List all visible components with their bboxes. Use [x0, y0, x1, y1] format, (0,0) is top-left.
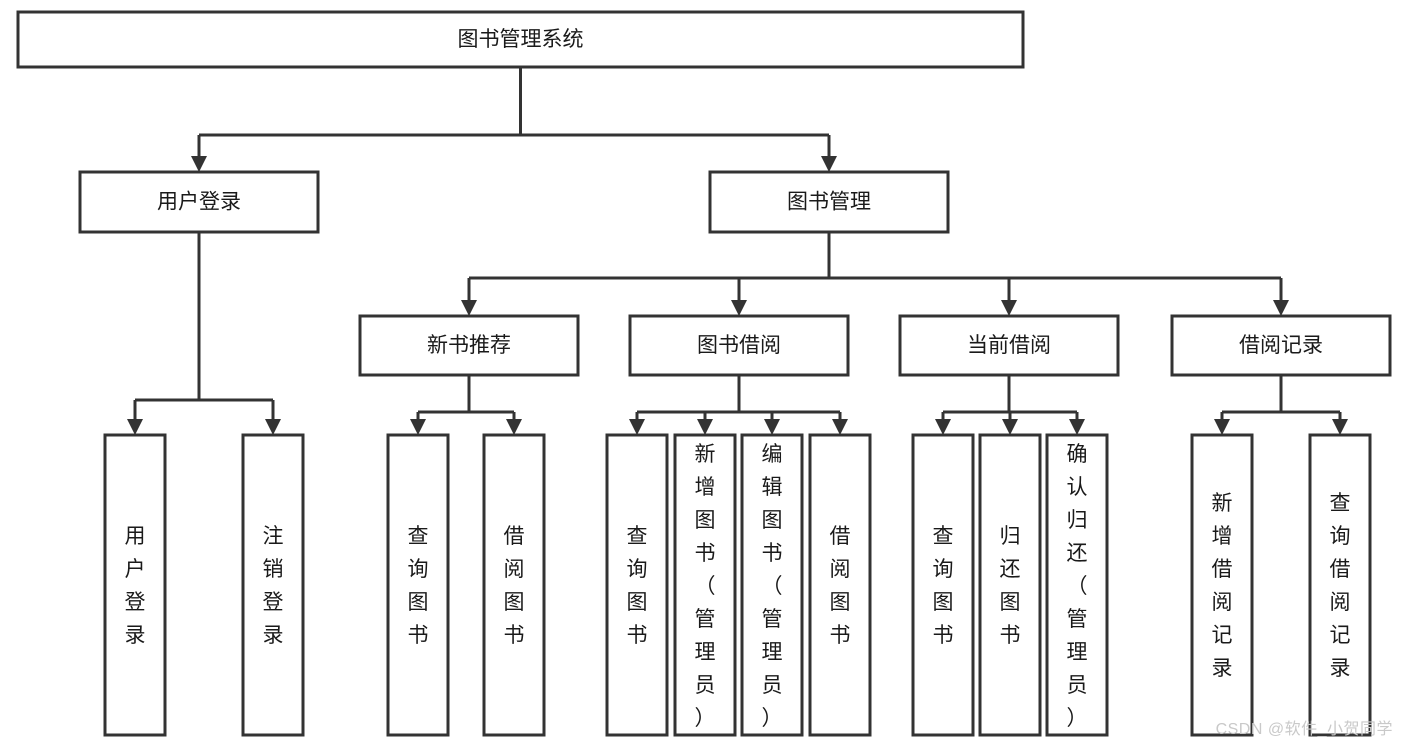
- arrow-to-leaf-return-book-arrowhead: [1002, 419, 1018, 435]
- node-leaf-return-book[interactable]: 归还图书: [978, 433, 1042, 737]
- node-leaf-edit-book-box: [740, 433, 804, 737]
- arrow-to-book-manage-arrowhead: [821, 156, 837, 172]
- node-leaf-return-book-box: [978, 433, 1042, 737]
- node-book-manage[interactable]: 图书管理: [708, 170, 950, 234]
- node-leaf-logout[interactable]: 注销登录: [241, 433, 305, 737]
- arrow-to-leaf-query-record-arrowhead: [1332, 419, 1348, 435]
- arrow-to-new-book-rec-arrowhead: [461, 300, 477, 316]
- node-leaf-query-book-1-box: [386, 433, 450, 737]
- arrow-to-leaf-query-book-2-arrowhead: [629, 419, 645, 435]
- node-leaf-query-record-box: [1308, 433, 1372, 737]
- node-leaf-user-login-label: 用户登录: [125, 525, 146, 647]
- node-leaf-query-record[interactable]: 查询借阅记录: [1308, 433, 1372, 737]
- node-leaf-logout-label: 注销登录: [263, 525, 284, 647]
- arrow-to-leaf-borrow-book-2-arrowhead: [832, 419, 848, 435]
- node-leaf-add-record-box: [1190, 433, 1254, 737]
- arrow-to-leaf-logout-arrowhead: [265, 419, 281, 435]
- node-leaf-user-login[interactable]: 用户登录: [103, 433, 167, 737]
- node-leaf-add-book-box: [673, 433, 737, 737]
- node-root-box: [16, 10, 1025, 69]
- node-borrow-record-box: [1170, 314, 1392, 377]
- node-layer: 图书管理系统用户登录图书管理新书推荐图书借阅当前借阅借阅记录用户登录注销登录查询…: [16, 10, 1392, 737]
- node-new-book-rec[interactable]: 新书推荐: [358, 314, 580, 377]
- node-leaf-query-book-1[interactable]: 查询图书: [386, 433, 450, 737]
- arrow-to-leaf-user-login-arrowhead: [127, 419, 143, 435]
- node-leaf-query-book-1-label: 查询图书: [408, 525, 429, 647]
- node-user-login-label: 用户登录: [157, 191, 241, 214]
- node-borrow-record-label: 借阅记录: [1239, 334, 1323, 357]
- node-current-borrow-box: [898, 314, 1120, 377]
- node-leaf-add-book[interactable]: 新增图书（管理员）: [673, 433, 737, 737]
- node-leaf-logout-box: [241, 433, 305, 737]
- node-user-login-box: [78, 170, 320, 234]
- node-current-borrow-label: 当前借阅: [967, 334, 1051, 357]
- arrow-to-leaf-add-record-arrowhead: [1214, 419, 1230, 435]
- arrow-to-leaf-confirm-return-arrowhead: [1069, 419, 1085, 435]
- csdn-watermark: CSDN @软件_小贺同学: [1215, 721, 1393, 738]
- arrow-to-user-login-arrowhead: [191, 156, 207, 172]
- arrow-to-current-borrow-arrowhead: [1001, 300, 1017, 316]
- node-user-login[interactable]: 用户登录: [78, 170, 320, 234]
- arrow-to-book-borrow-arrowhead: [731, 300, 747, 316]
- node-new-book-rec-label: 新书推荐: [427, 334, 511, 357]
- node-new-book-rec-box: [358, 314, 580, 377]
- node-leaf-confirm-return[interactable]: 确认归还（管理员）: [1045, 433, 1109, 737]
- arrow-to-leaf-add-book-arrowhead: [697, 419, 713, 435]
- node-leaf-add-record-label: 新增借阅记录: [1212, 492, 1233, 680]
- node-leaf-borrow-book-1-box: [482, 433, 546, 737]
- connector-layer: [127, 67, 1348, 435]
- node-leaf-edit-book[interactable]: 编辑图书（管理员）: [740, 433, 804, 737]
- node-leaf-query-book-2[interactable]: 查询图书: [605, 433, 669, 737]
- node-leaf-user-login-box: [103, 433, 167, 737]
- node-root-label: 图书管理系统: [458, 28, 584, 51]
- node-leaf-borrow-book-2-label: 借阅图书: [830, 525, 851, 647]
- node-leaf-return-book-label: 归还图书: [1000, 525, 1021, 647]
- node-leaf-query-record-label: 查询借阅记录: [1330, 492, 1351, 680]
- arrow-to-leaf-edit-book-arrowhead: [764, 419, 780, 435]
- arrow-to-leaf-query-book-1-arrowhead: [410, 419, 426, 435]
- node-leaf-confirm-return-box: [1045, 433, 1109, 737]
- node-leaf-query-book-3-box: [911, 433, 975, 737]
- node-current-borrow[interactable]: 当前借阅: [898, 314, 1120, 377]
- arrow-to-borrow-record-arrowhead: [1273, 300, 1289, 316]
- node-leaf-query-book-2-label: 查询图书: [627, 525, 648, 647]
- node-leaf-query-book-3[interactable]: 查询图书: [911, 433, 975, 737]
- node-leaf-borrow-book-2-box: [808, 433, 872, 737]
- arrow-to-leaf-query-book-3-arrowhead: [935, 419, 951, 435]
- node-book-manage-box: [708, 170, 950, 234]
- node-book-borrow[interactable]: 图书借阅: [628, 314, 850, 377]
- node-leaf-borrow-book-1[interactable]: 借阅图书: [482, 433, 546, 737]
- node-borrow-record[interactable]: 借阅记录: [1170, 314, 1392, 377]
- node-leaf-add-record[interactable]: 新增借阅记录: [1190, 433, 1254, 737]
- arrow-to-leaf-borrow-book-1-arrowhead: [506, 419, 522, 435]
- node-leaf-query-book-2-box: [605, 433, 669, 737]
- node-book-manage-label: 图书管理: [787, 191, 871, 214]
- node-leaf-borrow-book-2[interactable]: 借阅图书: [808, 433, 872, 737]
- node-leaf-borrow-book-1-label: 借阅图书: [504, 525, 525, 647]
- node-leaf-add-book-label: 新增图书（管理员）: [695, 443, 716, 730]
- node-leaf-edit-book-label: 编辑图书（管理员）: [762, 443, 783, 730]
- node-book-borrow-box: [628, 314, 850, 377]
- node-root[interactable]: 图书管理系统: [16, 10, 1025, 69]
- node-leaf-query-book-3-label: 查询图书: [933, 525, 954, 647]
- node-leaf-confirm-return-label: 确认归还（管理员）: [1067, 443, 1088, 730]
- node-book-borrow-label: 图书借阅: [697, 334, 781, 357]
